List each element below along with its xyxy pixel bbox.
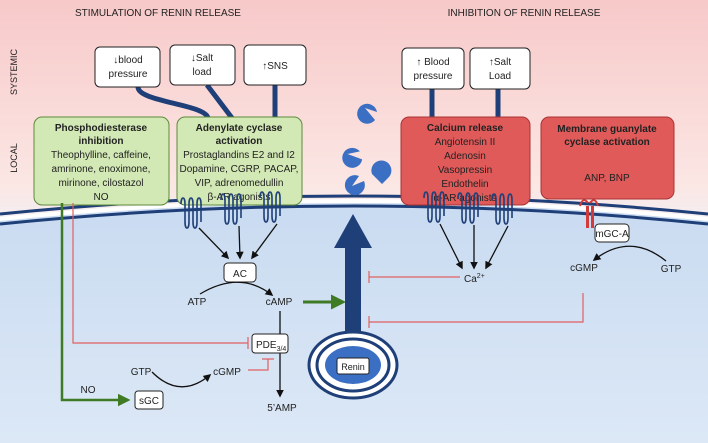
ac-node: AC [223, 262, 257, 283]
ac-title-2: activation [216, 136, 263, 147]
pde-item-1: Theophylline, caffeine, [51, 150, 151, 161]
high-bp-line2: pressure [414, 71, 453, 82]
receptor-4 [423, 191, 445, 223]
renin-arrow-head [334, 214, 372, 248]
pde-item-2: amrinone, enoximone, [52, 164, 151, 175]
receptor-5 [457, 192, 479, 224]
renin-molecule-1-icon [357, 103, 377, 124]
ca-label-main: Ca [464, 274, 477, 285]
ac-item-2: Dopamine, CGRP, PACAP, [180, 164, 299, 175]
receptor-2 [220, 193, 242, 225]
ac-title-1: Adenylate cyclase [196, 123, 283, 134]
pde-title-1: Phosphodiesterase [55, 123, 148, 134]
systemic-box-low-salt: ↓Salt load [169, 44, 236, 86]
high-sns-line1: ↑SNS [262, 61, 288, 72]
gtp-to-cgmp-right-arrow [592, 245, 667, 262]
mgc-title-1: Membrane guanylate [557, 124, 657, 135]
low-salt-line2: load [193, 67, 212, 78]
calcium-item-2: Adenosin [444, 151, 486, 162]
calcium-item-5: α-AR agonists [433, 193, 496, 204]
systemic-box-high-salt: ↑Salt Load [469, 47, 531, 90]
five-amp-label: 5’AMP [267, 403, 297, 414]
inhibition-header: INHIBITION OF RENIN RELEASE [448, 8, 601, 19]
high-bp-line1: ↑ Blood [416, 57, 449, 68]
membrane-middle [0, 199, 708, 221]
stimulation-header: STIMULATION OF RENIN RELEASE [75, 8, 241, 19]
local-box-pde: Phosphodiesterase inhibition Theophyllin… [33, 116, 170, 206]
ac-node-label: AC [233, 269, 247, 280]
receptor-6 [491, 193, 513, 225]
receptors [180, 191, 513, 229]
sgc-node: sGC [134, 390, 164, 410]
gtp-right-label: GTP [661, 264, 682, 275]
systemic-box-high-sns: ↑SNS [243, 44, 307, 86]
gtp-to-cgmp-left-arrow [151, 371, 212, 388]
high-salt-line1: ↑Salt [489, 57, 511, 68]
membrane-inner [0, 204, 708, 226]
ac-item-1: Prostaglandins E2 and I2 [183, 150, 295, 161]
low-salt-line1: ↓Salt [191, 53, 213, 64]
mgc-title-2: cyclase activation [564, 137, 650, 148]
gtp-left-label: GTP [131, 367, 152, 378]
no-to-sgc-arrow [60, 203, 131, 407]
local-label: LOCAL [9, 143, 19, 173]
local-box-ac: Adenylate cyclase activation Prostagland… [176, 116, 303, 206]
inhibition-lines [72, 203, 584, 371]
ca-label-sup: 2+ [477, 273, 485, 280]
receptor-to-ca-arrows [439, 223, 509, 270]
systemic-connectors-left [135, 83, 278, 120]
ac-item-4: β-AR agonists [208, 192, 271, 203]
cgmp-inhibit-pde-line [248, 359, 269, 371]
camp-label: cAMP [266, 297, 293, 308]
receptor-1 [180, 197, 202, 229]
atp-to-camp-arrow [199, 281, 274, 296]
calcium-item-1: Angiotensin II [435, 137, 496, 148]
systemic-box-high-bp: ↑ Blood pressure [401, 47, 465, 90]
systemic-label: SYSTEMIC [9, 49, 19, 96]
pde-item-3: mirinone, cilostazol [58, 178, 143, 189]
pde-inhibit-line [72, 203, 248, 344]
pde-node-label: PDE3/4 [256, 340, 286, 353]
mgca-node: mGC-A [594, 223, 630, 243]
calcium-title-1: Calcium release [427, 123, 504, 134]
high-salt-line2: Load [489, 71, 511, 82]
renin-molecule-2-icon [342, 147, 363, 168]
pde-node-main: PDE [256, 340, 277, 351]
renin-molecule-4-icon [371, 160, 392, 184]
calcium-item-4: Endothelin [441, 179, 488, 190]
renin-label: Renin [341, 362, 365, 372]
pde-node-sub: 3/4 [277, 346, 287, 353]
no-label: NO [81, 385, 96, 396]
mgca-receptor [579, 199, 599, 228]
local-box-calcium: Calcium release Angiotensin II Adenosin … [400, 116, 531, 206]
cgmp-inhibit-renin-line [369, 293, 584, 323]
systemic-connectors-right [429, 89, 501, 118]
renin-molecule-3-icon [344, 175, 365, 196]
ca-label: Ca2+ [464, 273, 485, 285]
pde-item-4: NO [94, 192, 109, 203]
mgca-node-label: mGC-A [595, 229, 629, 240]
cgmp-left-label: cGMP [213, 367, 241, 378]
local-box-mgc: Membrane guanylate cyclase activation AN… [540, 116, 675, 200]
renin-granule: Renin [307, 330, 399, 400]
receptor-3 [259, 191, 281, 223]
low-bp-line2: pressure [109, 69, 148, 80]
sgc-node-label: sGC [139, 396, 159, 407]
calcium-item-3: Vasopressin [438, 165, 492, 176]
mgc-item-1: ANP, BNP [584, 173, 630, 184]
atp-label: ATP [188, 297, 207, 308]
pde-title-2: inhibition [79, 136, 124, 147]
low-bp-line1: ↓blood [113, 55, 142, 66]
renin-molecules [342, 103, 392, 196]
systemic-box-low-bp: ↓blood pressure [94, 46, 161, 88]
renin-arrow-shaft [345, 246, 361, 342]
ac-item-3: VIP, adrenomedullin [195, 178, 284, 189]
pde-node: PDE3/4 [251, 333, 289, 354]
receptor-to-ac-arrows [198, 223, 278, 260]
cgmp-right-label: cGMP [570, 263, 598, 274]
